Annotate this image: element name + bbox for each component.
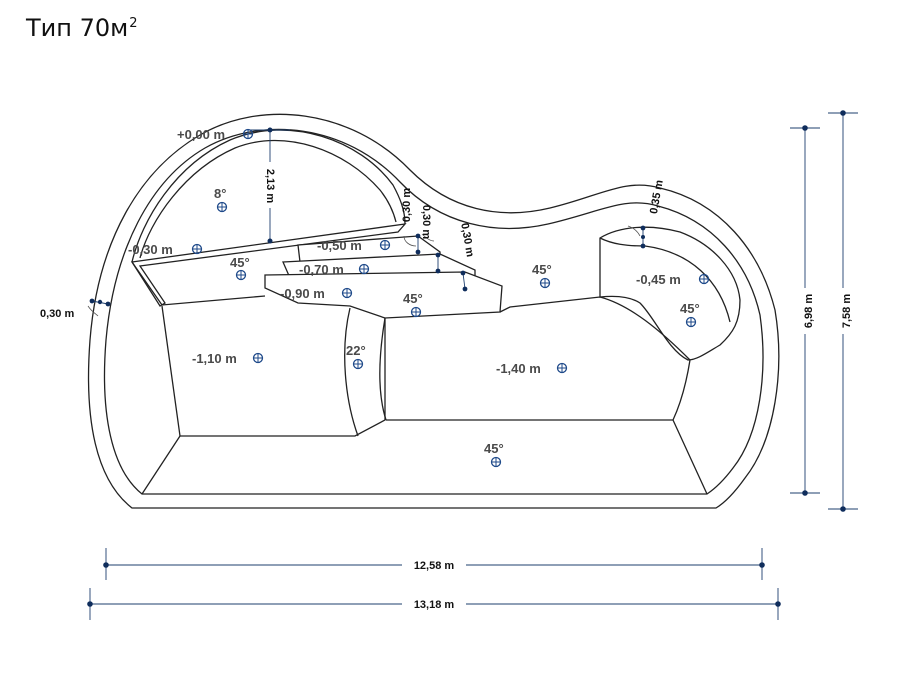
level-marker-45-right	[685, 316, 697, 328]
dim-213-label: 2,13 m	[264, 169, 276, 203]
dim-698-dot-bottom	[802, 490, 808, 496]
level-marker-050	[379, 239, 391, 251]
level-marker-140	[556, 362, 568, 374]
angle-label-45-upper: 45°	[230, 255, 250, 270]
dim-030-step3-dot-b	[462, 286, 468, 292]
level-marker-045	[698, 273, 710, 285]
title-superscript: 2	[129, 16, 138, 31]
dim-1318-dot-left	[87, 601, 93, 607]
dim-213-dot-top	[267, 127, 273, 133]
level-marker-45-bottom	[490, 456, 502, 468]
level-marker-110	[252, 352, 264, 364]
depth-label-000: +0,00 m	[177, 127, 225, 142]
level-marker-45-step	[410, 306, 422, 318]
depth-label-050: -0,50 m	[317, 238, 362, 253]
depth-label-140: -1,40 m	[496, 361, 541, 376]
dim-030-step1-label: 0,30 m	[401, 188, 413, 222]
dim-698-bg	[797, 288, 813, 334]
depth-label-090: -0,90 m	[280, 286, 325, 301]
dim-030-step3-label: 0,30 m	[458, 222, 476, 258]
depth-label-110: -1,10 m	[192, 351, 237, 366]
dim-1258-dot-left	[103, 562, 109, 568]
dim-1258-label: 12,58 m	[414, 560, 455, 572]
level-marker-030	[191, 243, 203, 255]
floor-deep-left	[141, 435, 181, 495]
depth-label-045: -0,45 m	[636, 272, 681, 287]
depth-label-070: -0,70 m	[299, 262, 344, 277]
dim-698-label: 6,98 m	[803, 294, 815, 328]
dim-035-dot-a	[640, 225, 646, 231]
dim-030-step1-dot-a	[415, 233, 421, 239]
dim-030-step2-arc	[421, 233, 435, 242]
level-marker-45-mid	[539, 277, 551, 289]
angle-label-45-bottom: 45°	[484, 441, 504, 456]
level-marker-000	[242, 128, 254, 140]
dim-030-step1-arc	[403, 235, 417, 247]
level-marker-8deg	[216, 201, 228, 213]
dim-030-step1-dot-b	[415, 249, 421, 255]
depth-label-030: -0,30 m	[128, 242, 173, 257]
level-marker-070	[358, 263, 370, 275]
dim-035-label: 0,35 m	[648, 179, 666, 215]
dim-030-left-dot-b	[97, 299, 103, 305]
dim-030-step2-dot-a	[435, 252, 441, 258]
diagram-title: Тип 70м2	[26, 14, 138, 42]
level-marker-22deg	[352, 358, 364, 370]
floor-shallow	[161, 305, 386, 437]
level-marker-45-upper	[235, 269, 247, 281]
dim-758-label: 7,58 m	[841, 294, 853, 328]
dim-758-dot-bottom	[840, 506, 846, 512]
dim-030-left-arc	[87, 305, 99, 317]
dim-758-dot-top	[840, 110, 846, 116]
right-bench-inner	[599, 237, 731, 323]
angle-label-22: 22°	[346, 343, 366, 358]
dim-030-step2-label: 0,30 m	[420, 205, 432, 239]
upper-bench-wall	[131, 129, 406, 263]
dim-1318-label: 13,18 m	[414, 599, 455, 611]
dim-030-left-label: 0,30 m	[40, 308, 74, 320]
dim-1318-bg	[402, 595, 466, 613]
angle-label-45-right: 45°	[680, 301, 700, 316]
angle-label-45-mid: 45°	[532, 262, 552, 277]
dim-030-left-dot-c	[105, 301, 111, 307]
dim-035-dot-c	[640, 243, 646, 249]
dim-758-bg	[835, 288, 851, 334]
bench-slab	[130, 223, 407, 307]
dim-030-step2-dot-b	[435, 268, 441, 274]
level-marker-090	[341, 287, 353, 299]
dim-698-dot-top	[802, 125, 808, 131]
pool-outer-rim	[87, 113, 780, 509]
dim-035-arc	[627, 225, 641, 237]
dim-030-left-dot-a	[89, 298, 95, 304]
dim-035-dot-b	[641, 235, 645, 239]
right-bench	[599, 226, 741, 361]
title-text: Тип 70м	[26, 14, 129, 42]
upper-bench-wall-inner	[139, 139, 397, 259]
floor-deep	[386, 296, 708, 495]
transition-ramp	[344, 307, 387, 437]
angle-label-8: 8°	[214, 186, 226, 201]
dim-213-bg	[262, 162, 278, 208]
dim-1318-dot-right	[775, 601, 781, 607]
dim-1258-bg	[402, 556, 466, 574]
pool-inner-rim	[103, 128, 764, 495]
angle-label-45-step: 45°	[403, 291, 423, 306]
dim-030-step3-line	[462, 272, 466, 290]
dim-030-step3-dot-a	[460, 270, 466, 276]
dim-213-dot-bottom	[267, 238, 273, 244]
dim-1258-dot-right	[759, 562, 765, 568]
bench-slab-edge	[131, 261, 266, 306]
